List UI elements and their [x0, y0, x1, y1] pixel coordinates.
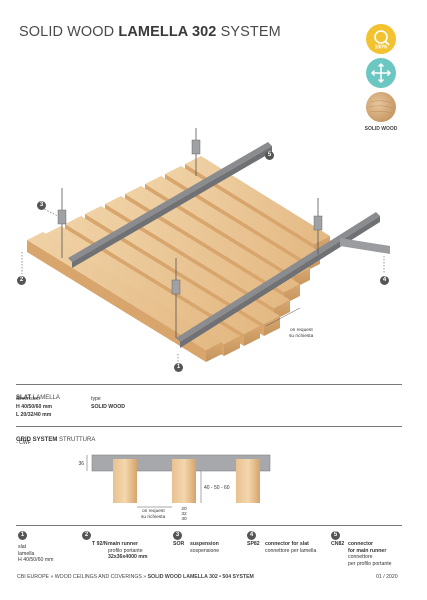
dim-height: 40 - 50 - 60 [204, 485, 230, 491]
footer-page: 01 / 2020 [376, 574, 398, 580]
wood-sample-swatch [366, 92, 396, 122]
magnifier-icon: 100% [374, 30, 390, 51]
illus-on-request: on request [290, 327, 313, 333]
title-bold: LAMELLA 302 [118, 24, 217, 40]
grid-su-richiesta: su richiesta [141, 514, 166, 520]
percent-text: 100% [375, 45, 388, 51]
slat-dimension-l: L 20/32/40 mm [16, 412, 52, 418]
component-line: lamella [18, 550, 35, 557]
dim-36: 36 [78, 461, 84, 467]
marker-3: 3 [37, 201, 46, 210]
slat-section-2 [172, 459, 196, 503]
percent-badge: 100% [366, 24, 396, 54]
main-runner-back [68, 142, 272, 268]
grid-on-request: on request [142, 508, 165, 514]
component-line: 32x36x4000 mm [108, 554, 148, 561]
suspension-clip [57, 209, 67, 225]
component-1: 1 slat lamella H 40/50/60 mm [18, 531, 53, 564]
grid-section-drawing: 36 40 - 50 - 60 on request su richiesta … [78, 454, 271, 522]
component-line: for main runner [348, 547, 387, 554]
component-code: SP82 [247, 541, 260, 547]
slat-section-3 [236, 459, 260, 503]
divider [16, 426, 402, 427]
title-prefix: SOLID WOOD [19, 24, 119, 40]
component-number: 3 [173, 531, 182, 540]
suspension-clip [313, 215, 323, 231]
component-number: 2 [82, 531, 91, 540]
component-5: 5 CN82 connector for main runner connett… [331, 531, 392, 567]
component-line: sospensione [190, 547, 220, 554]
suspension-clip [171, 279, 181, 295]
component-number: 1 [18, 531, 27, 540]
marker-5: 5 [265, 151, 274, 160]
wood-label: SOLID WOOD [364, 126, 398, 132]
component-line: profilo portante [108, 547, 143, 554]
footer-breadcrumb: CBI EUROPE » WOOD CEILINGS AND COVERINGS… [17, 574, 148, 580]
divider [16, 384, 402, 385]
page-title: SOLID WOOD LAMELLA 302 SYSTEM [19, 24, 281, 40]
marker-1: 1 [174, 363, 183, 372]
slat-section-1 [113, 459, 137, 503]
marker-4: 4 [380, 276, 389, 285]
component-line: slat [18, 544, 27, 550]
width-32: 32 [181, 511, 187, 517]
component-code: CN82 [331, 541, 345, 547]
slat-type-label: type [91, 396, 101, 402]
component-line: connettore per lamella [265, 547, 317, 554]
divider [16, 525, 402, 526]
on-request-arrow [265, 307, 301, 327]
marker-2: 2 [17, 276, 26, 285]
title-suffix: SYSTEM [216, 24, 281, 40]
suspension-clip [191, 139, 201, 155]
component-3: 3 SOR suspension sospensione [173, 531, 219, 554]
component-code: T 92/N [92, 541, 108, 547]
illus-su-richiesta: su richiesta [289, 333, 314, 339]
component-line: connector [348, 541, 374, 547]
component-code: SOR [173, 541, 185, 547]
component-line: H 40/50/60 mm [18, 557, 54, 564]
move-badge [366, 58, 396, 88]
component-line: main runner [108, 541, 138, 547]
component-2: 2 T 92/N main runner profilo portante 32… [82, 531, 148, 560]
leader-line [41, 207, 59, 217]
slat-dimension-h: H 40/50/60 mm [16, 404, 53, 410]
component-line: per profilo portante [348, 560, 392, 567]
component-number: 5 [331, 531, 340, 540]
move-arrows-icon [370, 62, 392, 84]
grid-section-title: GRID SYSTEM STRUTTURA [16, 437, 96, 443]
width-20: 20 [181, 506, 187, 512]
footer-product: SOLID WOOD LAMELLA 302 • 504 SYSTEM [147, 574, 254, 580]
component-line: connettore [348, 554, 373, 561]
component-line: suspension [190, 541, 219, 547]
slat-section-title: SLAT LAMELLA [16, 395, 60, 401]
width-40: 40 [181, 516, 187, 522]
main-runner-front [176, 212, 390, 348]
ceiling-illustration: on request su richiesta [21, 128, 390, 366]
wood-grain-icon [368, 100, 394, 114]
grid-cwf: - CWF [16, 440, 31, 446]
component-number: 4 [247, 531, 256, 540]
component-4: 4 SP82 connector for slat connettore per… [247, 531, 316, 554]
component-line: connector for slat [265, 541, 309, 547]
slat-type-value: SOLID WOOD [91, 404, 126, 410]
slat-dimension-label: dimension [16, 396, 40, 402]
footer-left: CBI EUROPE » WOOD CEILINGS AND COVERINGS… [17, 574, 254, 580]
